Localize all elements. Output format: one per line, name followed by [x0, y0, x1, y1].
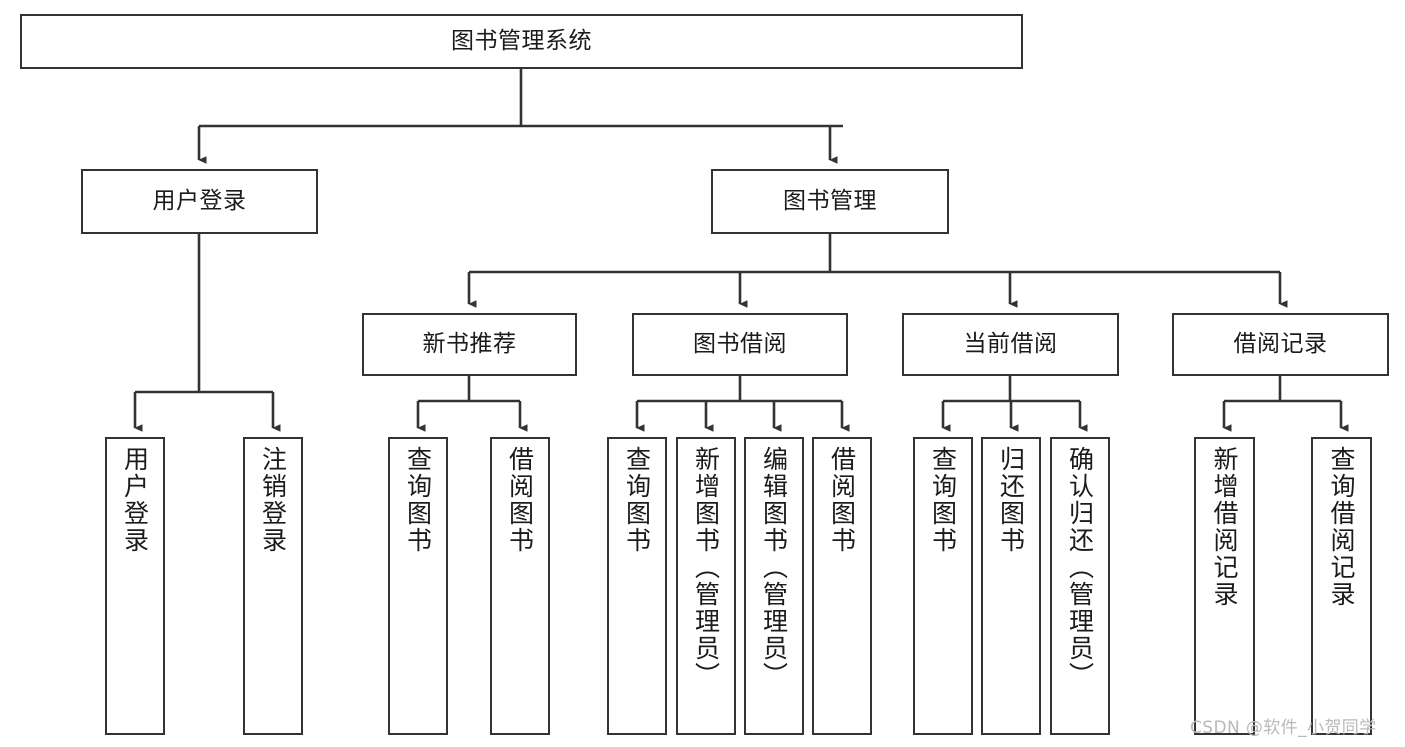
leaf-logout[interactable]: 注销登录	[243, 437, 303, 735]
leaf-borrow-book-1[interactable]: 借阅图书	[490, 437, 550, 735]
leaf-query-book-1[interactable]: 查询图书	[388, 437, 448, 735]
node-user-login-label: 用户登录	[152, 187, 247, 214]
node-book-manage[interactable]: 图书管理	[711, 169, 949, 234]
leaf-query-book-3-label: 查询图书	[928, 446, 958, 554]
node-new-book-recommend[interactable]: 新书推荐	[362, 313, 577, 376]
node-current-borrow[interactable]: 当前借阅	[902, 313, 1119, 376]
leaf-return-book-label: 归还图书	[996, 446, 1026, 554]
leaf-logout-label: 注销登录	[258, 446, 288, 554]
leaf-borrow-book-1-label: 借阅图书	[505, 446, 535, 554]
node-new-book-recommend-label: 新书推荐	[422, 330, 517, 357]
leaf-query-record-label: 查询借阅记录	[1327, 446, 1356, 608]
node-current-borrow-label: 当前借阅	[963, 330, 1058, 357]
leaf-add-record-label: 新增借阅记录	[1210, 446, 1239, 608]
leaf-add-book[interactable]: 新增图书（管理员）	[676, 437, 736, 735]
leaf-borrow-book-2-label: 借阅图书	[827, 446, 857, 554]
leaf-query-record[interactable]: 查询借阅记录	[1311, 437, 1372, 735]
node-user-login[interactable]: 用户登录	[81, 169, 318, 234]
leaf-query-book-3[interactable]: 查询图书	[913, 437, 973, 735]
node-borrow-record-label: 借阅记录	[1233, 330, 1328, 357]
node-root-label: 图书管理系统	[451, 27, 592, 54]
leaf-user-login[interactable]: 用户登录	[105, 437, 165, 735]
node-book-manage-label: 图书管理	[783, 187, 877, 214]
leaf-query-book-2[interactable]: 查询图书	[607, 437, 667, 735]
leaf-confirm-return-label: 确认归还（管理员）	[1065, 446, 1095, 689]
leaf-return-book[interactable]: 归还图书	[981, 437, 1041, 735]
leaf-query-book-1-label: 查询图书	[403, 446, 433, 554]
leaf-add-book-label: 新增图书（管理员）	[691, 446, 721, 689]
leaf-user-login-label: 用户登录	[120, 446, 150, 554]
node-root[interactable]: 图书管理系统	[20, 14, 1023, 69]
leaf-borrow-book-2[interactable]: 借阅图书	[812, 437, 872, 735]
leaf-query-book-2-label: 查询图书	[622, 446, 652, 554]
leaf-edit-book[interactable]: 编辑图书（管理员）	[744, 437, 804, 735]
csdn-watermark: CSDN @软件_小贺同学	[1190, 718, 1377, 738]
node-book-borrow-label: 图书借阅	[693, 330, 787, 357]
leaf-confirm-return[interactable]: 确认归还（管理员）	[1050, 437, 1110, 735]
node-book-borrow[interactable]: 图书借阅	[632, 313, 848, 376]
leaf-edit-book-label: 编辑图书（管理员）	[759, 446, 789, 689]
node-borrow-record[interactable]: 借阅记录	[1172, 313, 1389, 376]
leaf-add-record[interactable]: 新增借阅记录	[1194, 437, 1255, 735]
